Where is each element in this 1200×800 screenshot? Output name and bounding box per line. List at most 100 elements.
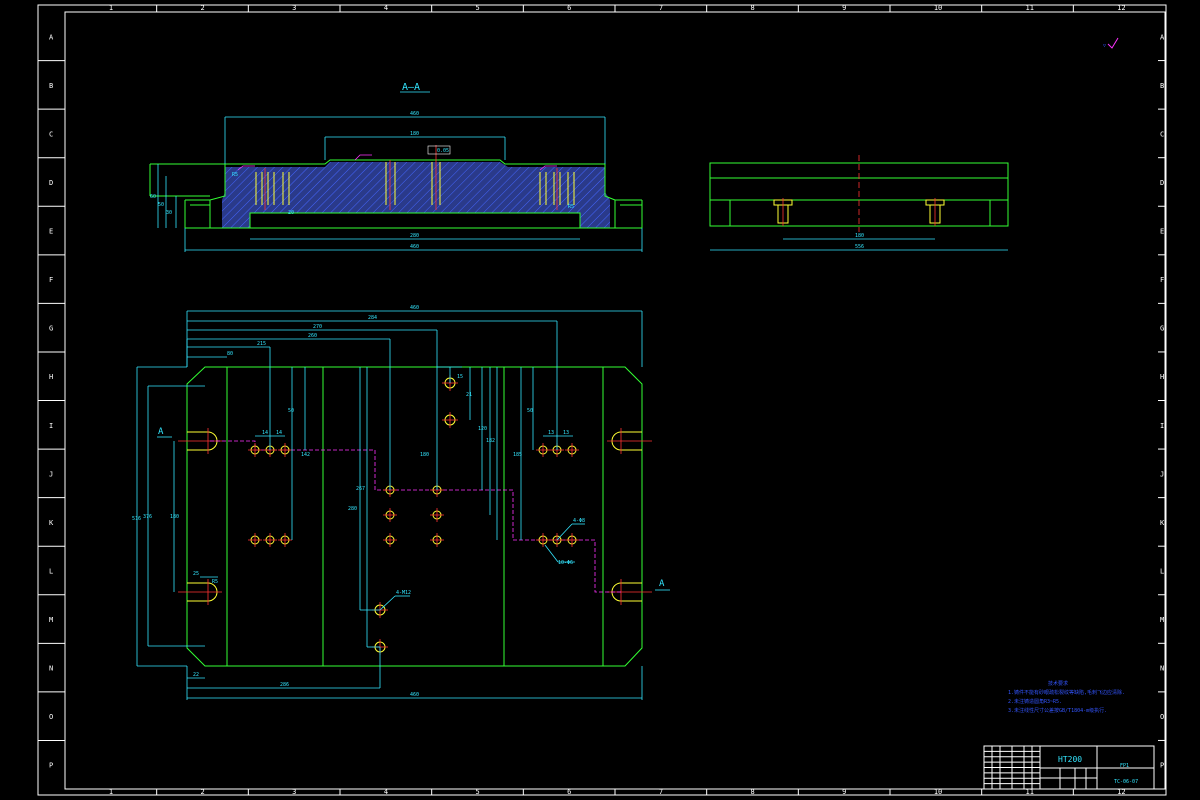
- section-mark-right: A: [655, 579, 670, 591]
- column-label-7: 7: [659, 788, 663, 796]
- svg-text:460: 460: [410, 244, 419, 250]
- row-label-B: B: [49, 82, 53, 90]
- note-line-3: 3.未注线性尺寸公差按GB/T1804-m级执行.: [1008, 707, 1107, 714]
- note-line-2: 2.未注铸造圆角R3~R5.: [1008, 698, 1062, 705]
- drawing-name-field: FP1: [1120, 763, 1129, 769]
- row-label-G: G: [1160, 325, 1164, 333]
- row-label-I: I: [49, 422, 53, 430]
- svg-text:60: 60: [150, 194, 156, 200]
- svg-text:A: A: [158, 427, 164, 437]
- row-label-B: B: [1160, 82, 1164, 90]
- column-label-6: 6: [567, 4, 571, 12]
- column-label-9: 9: [842, 4, 846, 12]
- callout-4-phi8: 4-Φ8: [573, 518, 585, 524]
- svg-text:R5: R5: [212, 579, 218, 585]
- svg-text:260: 260: [308, 333, 317, 339]
- svg-text:286: 286: [280, 682, 289, 688]
- svg-text:21: 21: [466, 392, 472, 398]
- svg-text:460: 460: [410, 692, 419, 698]
- svg-text:120: 120: [478, 426, 487, 432]
- column-label-1: 1: [109, 4, 113, 12]
- row-label-H: H: [49, 373, 53, 381]
- row-label-H: H: [1160, 373, 1164, 381]
- svg-text:20: 20: [288, 210, 294, 216]
- svg-text:A: A: [659, 579, 665, 589]
- row-label-J: J: [1160, 470, 1164, 478]
- row-label-D: D: [49, 179, 53, 187]
- svg-text:0.05: 0.05: [437, 148, 449, 154]
- column-label-3: 3: [292, 4, 296, 12]
- notes-heading: 技术要求: [1048, 680, 1068, 687]
- svg-text:270: 270: [313, 324, 322, 330]
- svg-text:50: 50: [288, 408, 294, 414]
- svg-text:13: 13: [548, 430, 554, 436]
- svg-text:182: 182: [486, 438, 495, 444]
- row-label-A: A: [1160, 33, 1165, 41]
- svg-text:50: 50: [158, 202, 164, 208]
- svg-text:280: 280: [348, 506, 357, 512]
- title-block-grid: [984, 746, 1040, 789]
- row-grid-ticks: [38, 60, 1166, 741]
- svg-text:50: 50: [527, 408, 533, 414]
- svg-text:215: 215: [257, 341, 266, 347]
- svg-text:185: 185: [513, 452, 522, 458]
- column-label-10: 10: [934, 788, 942, 796]
- column-label-5: 5: [476, 4, 480, 12]
- svg-text:267: 267: [356, 486, 365, 492]
- column-label-3: 3: [292, 788, 296, 796]
- svg-text:142: 142: [301, 452, 310, 458]
- svg-text:180: 180: [855, 233, 864, 239]
- row-label-O: O: [49, 713, 53, 721]
- row-label-L: L: [49, 567, 53, 575]
- plan-dimensions: 460 284 270 260 215 80 516 376 180 286 4…: [132, 305, 585, 698]
- column-grid-ticks: [156, 5, 1074, 795]
- roughness-symbol: ▽: [1103, 37, 1119, 49]
- svg-text:14: 14: [276, 430, 282, 436]
- svg-text:180: 180: [170, 514, 179, 520]
- title-block: HT200 FP1 TC-06-07: [983, 745, 1155, 790]
- column-label-4: 4: [384, 4, 388, 12]
- plan-view: 460 284 270 260 215 80 516 376 180 286 4…: [132, 305, 670, 700]
- svg-text:516: 516: [132, 516, 141, 522]
- row-label-A: A: [49, 33, 54, 41]
- column-label-7: 7: [659, 4, 663, 12]
- svg-text:13: 13: [563, 430, 569, 436]
- svg-text:284: 284: [368, 315, 377, 321]
- svg-text:R5: R5: [568, 204, 574, 210]
- row-label-P: P: [1160, 762, 1164, 770]
- section-title: A—A: [402, 82, 420, 93]
- svg-text:30: 30: [166, 210, 172, 216]
- row-label-N: N: [1160, 665, 1164, 673]
- section-mark-left: A: [157, 427, 172, 438]
- column-label-12: 12: [1117, 788, 1125, 796]
- svg-text:180: 180: [410, 131, 419, 137]
- row-label-E: E: [49, 228, 53, 236]
- column-label-8: 8: [751, 4, 755, 12]
- column-label-10: 10: [934, 4, 942, 12]
- note-line-1: 1.铸件不能有砂眼疏松裂纹等缺陷,毛刺飞边应清除.: [1008, 689, 1125, 696]
- row-label-I: I: [1160, 422, 1164, 430]
- row-label-K: K: [49, 519, 54, 527]
- side-view: 180 556: [709, 155, 1009, 251]
- column-label-12: 12: [1117, 4, 1125, 12]
- column-label-2: 2: [201, 788, 205, 796]
- svg-text:460: 460: [410, 111, 419, 117]
- column-label-4: 4: [384, 788, 388, 796]
- svg-text:80: 80: [227, 351, 233, 357]
- row-label-C: C: [1160, 130, 1164, 138]
- column-label-1: 1: [109, 788, 113, 796]
- column-label-11: 11: [1026, 4, 1034, 12]
- row-label-F: F: [1160, 276, 1164, 284]
- column-label-2: 2: [201, 4, 205, 12]
- svg-text:25: 25: [193, 571, 199, 577]
- callout-10-phi6: 10-Φ6: [558, 560, 573, 566]
- section-view-a-a: A—A: [149, 82, 643, 252]
- svg-text:180: 180: [420, 452, 429, 458]
- column-label-11: 11: [1026, 788, 1034, 796]
- svg-text:15: 15: [457, 374, 463, 380]
- row-label-O: O: [1160, 713, 1164, 721]
